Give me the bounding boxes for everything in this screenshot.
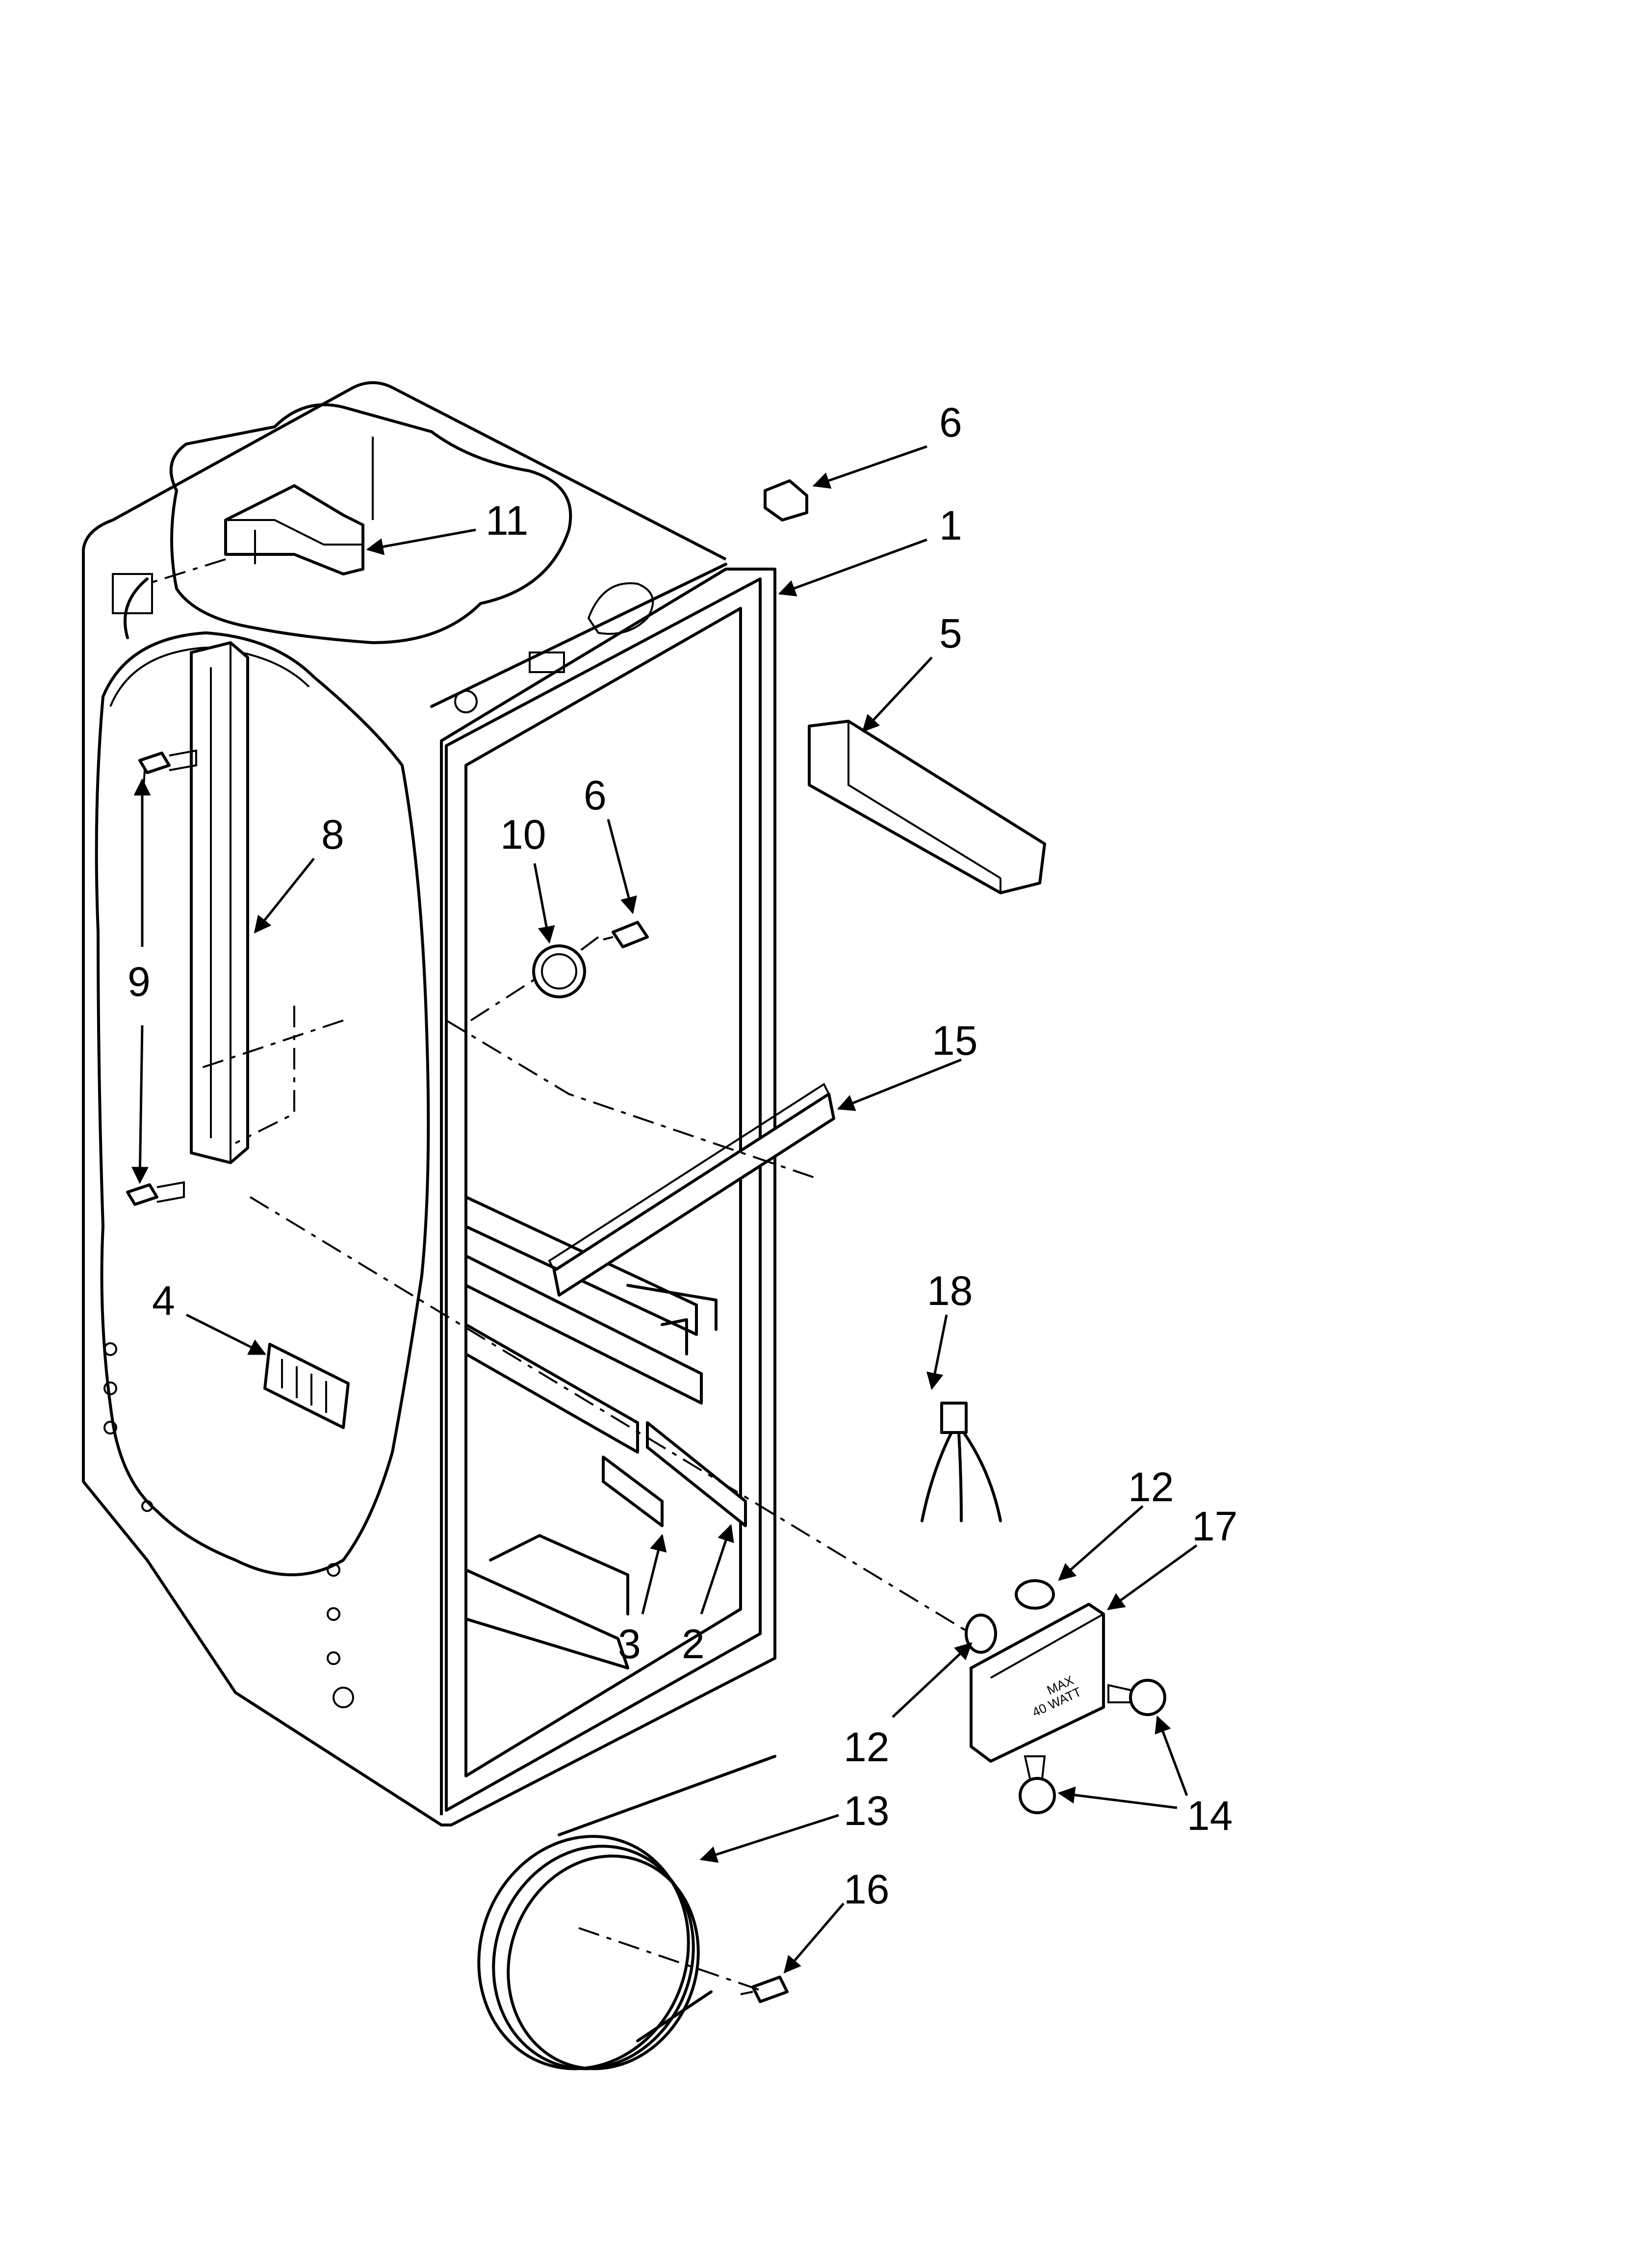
top-channel-cover bbox=[808, 720, 1046, 894]
callout-1: 1 bbox=[939, 502, 962, 548]
callout-7: 6 bbox=[939, 399, 962, 445]
bulb-right bbox=[1107, 1679, 1166, 1716]
callout-14: 14 bbox=[1187, 1793, 1232, 1839]
cabinet-liner bbox=[82, 381, 776, 1826]
callout-4: 4 bbox=[152, 1277, 175, 1324]
shelf-bracket-left bbox=[602, 1456, 664, 1527]
shelf-bracket-right bbox=[646, 1421, 747, 1527]
screw-upper bbox=[138, 749, 197, 774]
bulb-bottom bbox=[1019, 1755, 1056, 1814]
callout-12-lower: 12 bbox=[844, 1724, 889, 1770]
light-housing: MAX 40 WATT bbox=[970, 1603, 1105, 1763]
coiled-tubing bbox=[477, 1755, 776, 2070]
callout-8: 8 bbox=[321, 811, 344, 858]
callout-labels: 6 1 5 11 6 10 8 9 15 4 18 12 17 12 3 2 1… bbox=[128, 399, 1237, 1912]
air-vent-grille bbox=[263, 1343, 350, 1429]
callout-18: 18 bbox=[927, 1268, 973, 1314]
leader-lines bbox=[131, 445, 1198, 1974]
screw-lower bbox=[126, 1181, 185, 1206]
callout-6: 6 bbox=[584, 772, 607, 818]
assembly-lines bbox=[142, 558, 972, 1993]
cross-support-bar bbox=[548, 1083, 835, 1297]
light-socket-upper bbox=[1015, 1579, 1055, 1610]
callout-2: 2 bbox=[682, 1621, 705, 1667]
callout-17: 17 bbox=[1192, 1503, 1237, 1549]
round-bracket bbox=[532, 944, 586, 998]
callout-9: 9 bbox=[128, 959, 151, 1005]
callout-11: 11 bbox=[486, 497, 528, 544]
callout-5: 5 bbox=[939, 610, 962, 656]
callout-3: 3 bbox=[618, 1621, 641, 1667]
callout-13: 13 bbox=[844, 1788, 889, 1834]
callout-16: 16 bbox=[844, 1866, 889, 1912]
callout-15: 15 bbox=[932, 1017, 977, 1064]
wire-harness bbox=[921, 1402, 1002, 1522]
callout-12-upper: 12 bbox=[1128, 1464, 1174, 1510]
callout-10: 10 bbox=[500, 811, 546, 858]
shelf-support-rail bbox=[190, 641, 249, 1164]
temperature-control-housing bbox=[224, 484, 364, 575]
wire-clip bbox=[764, 479, 808, 521]
bracket-screw bbox=[603, 921, 649, 948]
tubing-screw bbox=[740, 1976, 789, 2003]
light-socket-lower bbox=[965, 1614, 997, 1654]
